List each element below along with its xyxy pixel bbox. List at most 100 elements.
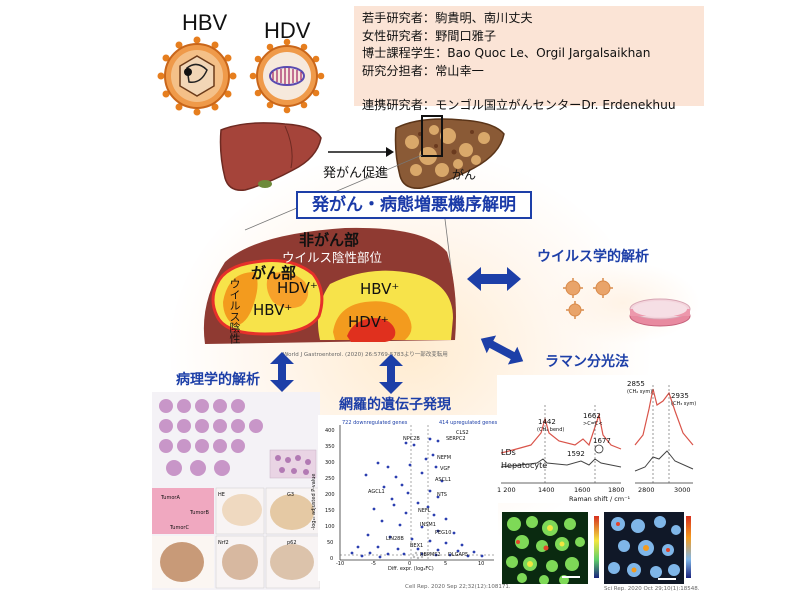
volcano-citation: Cell Rep. 2020 Sep 22;32(12):108171. <box>405 584 511 590</box>
raman-xtick: 1800 <box>608 486 625 494</box>
pathology-analysis-label: 病理学的解析 <box>176 372 260 388</box>
volcano-gene-label: AGCL1 <box>368 489 385 495</box>
volcano-ytick: 250 <box>325 476 335 482</box>
volcano-ytick: 150 <box>325 508 335 514</box>
double-arrow-gene-icon <box>379 354 403 394</box>
histology-label-tumor-b: TumorB <box>190 510 209 516</box>
raman-colorbar-right <box>686 516 691 578</box>
liver-zone-map <box>203 227 456 344</box>
volcano-ytick: 300 <box>325 460 335 466</box>
raman-colorbar-left <box>594 516 599 578</box>
volcano-xtick: 10 <box>478 561 485 567</box>
arrow-right-icon <box>328 147 394 157</box>
volcano-gene-label: NEFL <box>418 508 431 514</box>
volcano-ytick: 50 <box>327 540 334 546</box>
volcano-gene-label: NEFM <box>437 455 452 461</box>
virus-negative-vertical-label: ウイルス陰性 <box>228 278 241 344</box>
researcher-line: 研究分担者：常山幸一 <box>362 63 484 78</box>
volcano-gene-label: VGF <box>440 466 451 472</box>
double-arrow-pathology-icon <box>270 352 294 392</box>
volcano-plot <box>318 415 498 581</box>
virology-analysis-label: ウイルス学的解析 <box>537 249 649 265</box>
raman-image-right <box>604 512 684 584</box>
non-cancer-zone-label: 非がん部 <box>299 231 360 249</box>
hbv-virus-icon <box>157 36 237 116</box>
raman-spectra-chart <box>497 375 697 503</box>
volcano-gene-label: CLS2 <box>456 430 469 436</box>
virus-negative-zone-label: ウイルス陰性部位 <box>282 250 383 265</box>
raman-xlabel: Raman shift / cm⁻¹ <box>569 495 631 503</box>
researcher-line: 連携研究者：モンゴル国立がんセンターDr. Erdenekhuu <box>362 98 676 112</box>
volcano-up-count: 414 upregulated genes <box>439 420 498 426</box>
histology-label-he: HE <box>218 492 225 498</box>
volcano-gene-label: PEG10 <box>435 530 452 536</box>
histology-panel <box>152 392 320 590</box>
histology-label-tumor-c: TumorC <box>170 525 189 531</box>
volcano-gene-label: NPC2B <box>403 436 420 442</box>
raman-xtick: 1400 <box>538 486 555 494</box>
volcano-gene-label: INSM1 <box>420 522 436 528</box>
raman-analysis-label: ラマン分光法 <box>545 354 629 370</box>
raman-peak-2935-note: (CH₃ sym) <box>671 401 697 407</box>
gene-expression-label: 網羅的遺伝子発現 <box>339 397 451 413</box>
histology-label-p62: p62 <box>287 540 297 546</box>
raman-xtick: 1 200 <box>497 486 516 494</box>
hbv-plus-right-label: HBV⁺ <box>360 280 400 298</box>
hbv-plus-left-label: HBV⁺ <box>253 301 293 319</box>
double-arrow-virology-icon <box>467 267 521 291</box>
cancer-liver-icon <box>394 115 505 189</box>
researcher-info-box: 若手研究者：駒貴明、南川丈夫 女性研究者：野間口雅子 博士課程学生：Bao Qu… <box>354 6 704 112</box>
raman-peak-1677: 1677 <box>593 437 611 445</box>
volcano-gene-label: LIN28B <box>386 536 404 542</box>
researcher-line: 博士課程学生：Bao Quoc Le、Orgil Jargalsaikhan <box>362 46 651 60</box>
histology-label-g3: G3 <box>287 492 295 498</box>
researcher-line <box>362 80 696 97</box>
volcano-xtick: -10 <box>336 561 345 567</box>
hdv-plus-left-label: HDV⁺ <box>277 279 318 297</box>
raman-series-lds: LDs <box>501 448 516 457</box>
raman-peak-1442: 1442 <box>538 418 556 426</box>
double-arrow-raman-icon <box>480 335 524 365</box>
liver-map-citation: World J Gastroenterol. (2020) 26:5769-57… <box>283 352 448 358</box>
volcano-ytick: 100 <box>325 524 335 530</box>
main-title: 発がん・病態増悪機序解明 <box>296 191 532 219</box>
volcano-xtick: 0 <box>408 561 412 567</box>
raman-citation: Sci Rep. 2020 Oct 29;10(1):18548. <box>604 586 700 592</box>
volcano-down-count: 722 downregulated genes <box>342 420 408 426</box>
researcher-line: 女性研究者：野間口雅子 <box>362 28 497 43</box>
volcano-gene-label: DLGAP5 <box>448 552 469 558</box>
volcano-ytick: 200 <box>325 492 335 498</box>
hdv-plus-right-label: HDV⁺ <box>348 313 389 331</box>
volcano-xtick: -5 <box>371 561 376 567</box>
promotion-label: 発がん促進 <box>323 166 389 181</box>
histology-label-tumor-a: TumorA <box>161 495 180 501</box>
raman-peak-2935: 2935 <box>671 392 689 400</box>
histology-label-nrf2: Nrf2 <box>218 540 229 546</box>
normal-liver-icon <box>219 122 322 191</box>
hdv-virus-icon <box>249 38 325 114</box>
volcano-ytick: 0 <box>330 556 334 562</box>
raman-peak-1592: 1592 <box>567 450 585 458</box>
cancer-label: がん <box>452 168 477 182</box>
raman-peak-2855-note: (CH₂ sym) <box>627 389 653 395</box>
volcano-xlabel: Diff. expr. (log₂FC) <box>388 566 434 572</box>
volcano-ytick: 350 <box>325 444 335 450</box>
raman-xtick: 3000 <box>674 486 691 494</box>
volcano-xtick: 5 <box>444 561 448 567</box>
raman-peak-2855: 2855 <box>627 380 645 388</box>
raman-series-hepatocyte: Hepatocyte <box>501 461 548 470</box>
researcher-line: 若手研究者：駒貴明、南川丈夫 <box>362 11 533 25</box>
volcano-ytick: 400 <box>325 428 335 434</box>
hbv-label: HBV <box>182 10 228 35</box>
raman-peak-1662: 1662 <box>583 412 601 420</box>
raman-peak-1662-note: >C=C< <box>583 421 603 427</box>
raman-xtick: 2800 <box>638 486 655 494</box>
volcano-gene-label: ASCL1 <box>435 477 452 483</box>
virology-illustration <box>545 262 700 344</box>
raman-peak-1442-note: (CH₂ bend) <box>537 427 565 433</box>
volcano-gene-label: BEX1 <box>410 543 424 549</box>
volcano-gene-label: NTS <box>437 492 447 498</box>
volcano-gene-label: SERPC2 <box>446 436 466 442</box>
raman-image-left <box>502 512 588 584</box>
volcano-gene-label: RBPMS2 <box>420 552 441 558</box>
